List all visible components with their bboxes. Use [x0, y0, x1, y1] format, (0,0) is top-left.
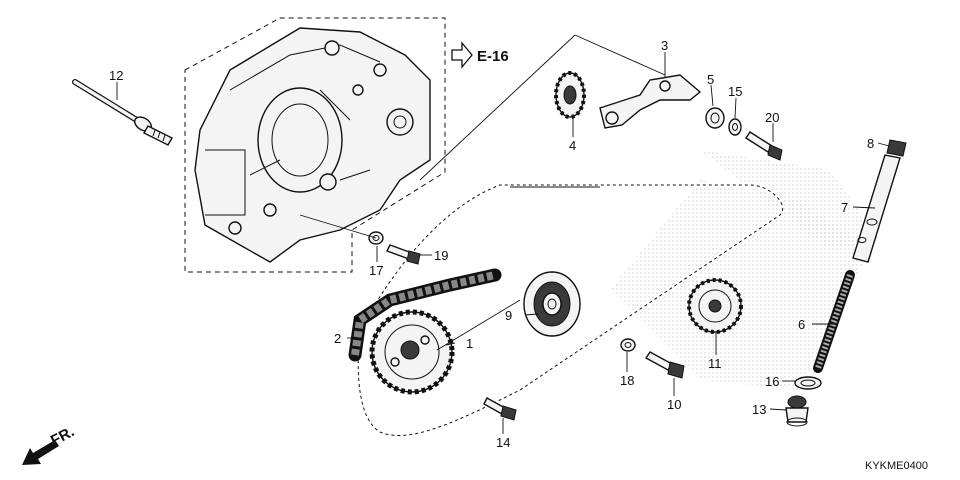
crankcase-boundary	[184, 17, 446, 273]
chain-guide-roller	[523, 271, 581, 337]
callout-6: 6	[798, 317, 805, 332]
small-sprocket	[554, 71, 586, 119]
washer	[728, 118, 742, 136]
callout-9: 9	[505, 308, 512, 323]
tensioner-spring	[813, 270, 855, 373]
plug-bolt	[785, 395, 809, 427]
callout-4: 4	[569, 138, 576, 153]
callout-11: 11	[708, 356, 722, 371]
diagram-code: KYKME0400	[865, 460, 928, 472]
guide-washer	[620, 338, 636, 352]
crankcase	[194, 27, 431, 263]
callout-2: 2	[334, 331, 341, 346]
callout-19: 19	[434, 248, 448, 263]
callout-18: 18	[620, 373, 634, 388]
drive-chain	[348, 268, 502, 362]
callout-10: 10	[667, 397, 681, 412]
callout-17: 17	[369, 263, 383, 278]
reference-arrow: E-16	[451, 41, 509, 69]
arrow-right-icon	[451, 41, 473, 69]
callouts: 1 2 3 4 5 6 7 8 9 10 11 12 13 14 15 16 1…	[109, 38, 874, 450]
idle-sprocket	[687, 278, 743, 334]
callout-7: 7	[841, 200, 848, 215]
front-direction: FR.	[22, 423, 77, 465]
callout-16: 16	[765, 374, 779, 389]
callout-14: 14	[496, 435, 510, 450]
callout-5: 5	[707, 72, 714, 87]
case-bolt	[386, 244, 421, 265]
callout-3: 3	[661, 38, 668, 53]
tensioner-arm	[599, 74, 702, 129]
cam-chain	[356, 183, 785, 438]
leader-lines	[116, 34, 890, 434]
reference-label: E-16	[477, 48, 509, 65]
sealing-bolt	[886, 139, 907, 157]
stud-bolt	[72, 79, 173, 146]
callout-20: 20	[765, 110, 779, 125]
flange-bolt	[745, 131, 783, 161]
background-watermark	[610, 150, 880, 390]
cam-sprocket	[369, 309, 455, 395]
callout-8: 8	[867, 136, 874, 151]
direction-arrow-icon	[22, 440, 59, 465]
tensioner-body	[852, 154, 901, 263]
callout-13: 13	[752, 402, 766, 417]
callout-12: 12	[109, 68, 123, 83]
sprocket-bolt	[483, 397, 517, 421]
o-ring	[794, 376, 822, 390]
callout-1: 1	[466, 336, 473, 351]
guide-bolt	[644, 351, 685, 379]
collar	[705, 107, 725, 129]
callout-15: 15	[728, 84, 742, 99]
